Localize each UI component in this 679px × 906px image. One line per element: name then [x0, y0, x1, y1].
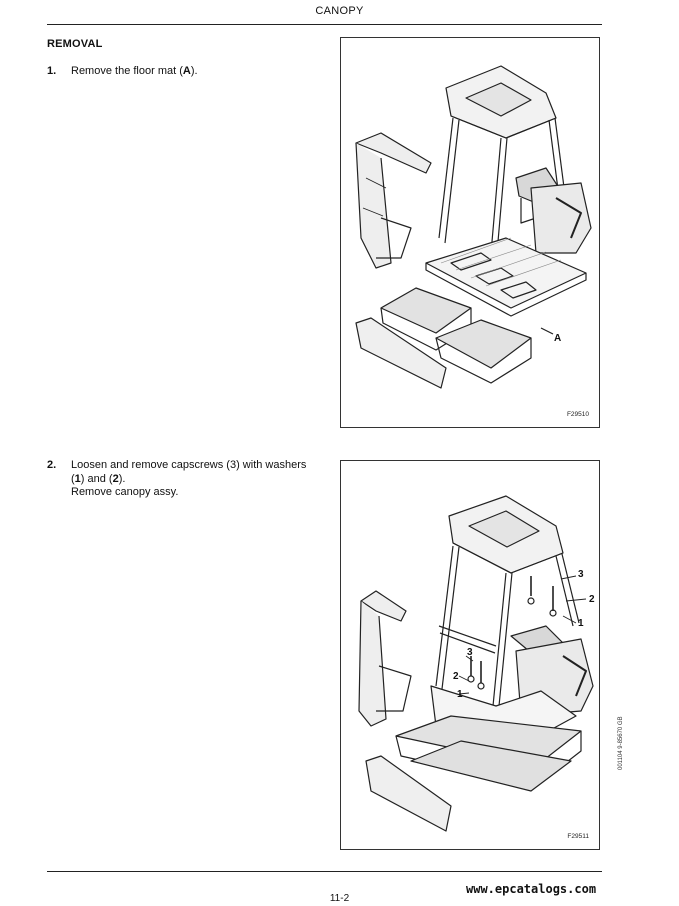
footer-rule [47, 871, 602, 872]
step-text-part: ). [190, 65, 198, 77]
document-reference-code: 001104 9-85670 GB [618, 716, 624, 770]
step-number: 1. [47, 65, 57, 77]
step-text-bold: 2 [112, 472, 119, 485]
callout-label: 3 [467, 647, 473, 658]
excavator-floor-mat-illustration [355, 65, 592, 389]
header-rule [47, 24, 602, 25]
excavator-canopy-illustration [358, 495, 594, 832]
page-header-title: CANOPY [315, 5, 364, 17]
callout-label: 3 [578, 569, 584, 580]
callout-label: A [554, 333, 562, 344]
step-text-line: Remove canopy assy. [71, 486, 179, 498]
watermark-url[interactable]: www.epcatalogs.com [466, 882, 597, 896]
page-number: 11-2 [329, 893, 350, 904]
step-text: Loosen and remove capscrews (3) with was… [71, 459, 341, 500]
figure-floor-mat: A F29510 [340, 37, 600, 428]
step-text: Remove the floor mat (A). [71, 65, 341, 79]
step-text-part: ) and ( [80, 472, 113, 485]
step-text-part: ( [71, 472, 75, 485]
callout-label: 2 [589, 594, 595, 605]
step-text-line: Loosen and remove capscrews (3) with was… [71, 459, 307, 471]
callout-label: 2 [453, 671, 459, 682]
figure-canopy-removal: 3 2 1 3 2 1 F29511 [340, 460, 600, 850]
step-text-bold: A [182, 65, 191, 77]
section-heading: REMOVAL [47, 38, 103, 50]
step-text-bold: 1 [74, 472, 81, 485]
figure-code: F29510 [566, 411, 589, 418]
callout-label: 1 [457, 689, 463, 700]
step-text-part: Remove the floor mat ( [71, 65, 183, 77]
figure-code: F29511 [567, 833, 589, 840]
callout-label: 1 [578, 618, 584, 629]
step-number: 2. [47, 459, 57, 471]
step-text-part: ). [118, 472, 126, 485]
